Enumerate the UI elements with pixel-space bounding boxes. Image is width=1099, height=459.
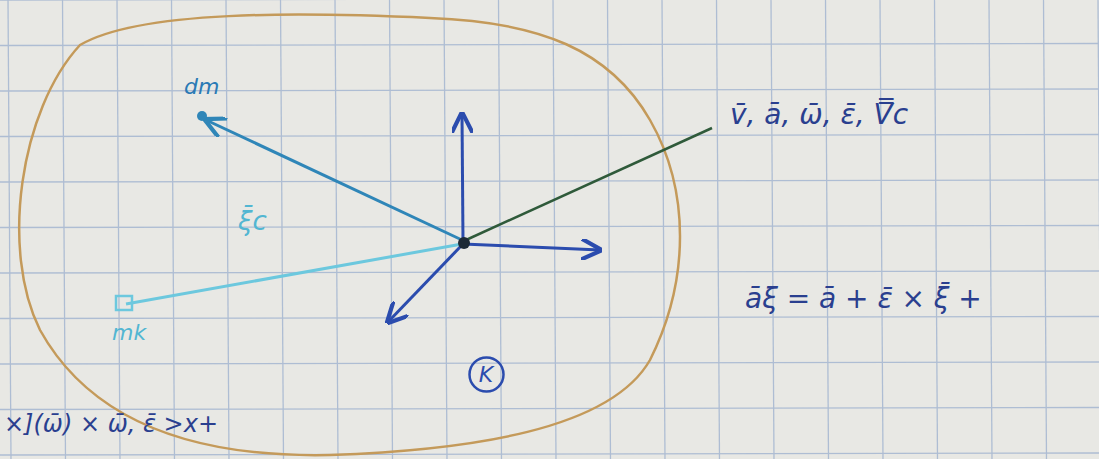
grid-line — [0, 135, 1099, 137]
mass-element — [197, 111, 207, 121]
leader-line — [466, 128, 712, 240]
body-outline — [19, 15, 680, 456]
grid-line — [1098, 0, 1099, 459]
grid-line — [0, 362, 1099, 364]
formula: ×](ω̄) × ω̄, ε̄ >x+ — [4, 410, 218, 438]
grid-line — [662, 0, 665, 459]
grid-line — [880, 0, 883, 459]
grid-line — [0, 44, 1099, 46]
label-text: ξ̄c — [238, 206, 267, 236]
axis-arrow — [462, 114, 463, 242]
node-text: K — [468, 356, 505, 387]
origin-point — [458, 237, 470, 249]
grid-line — [0, 89, 1099, 91]
label-text: dm — [184, 74, 219, 99]
grid-line — [989, 0, 992, 459]
grid-line — [390, 0, 393, 459]
grid-line — [499, 0, 502, 459]
quantity-list: v̄, ā, ω̄, ε̄, V̿c — [730, 98, 908, 131]
grid-line — [226, 0, 229, 459]
grid-line — [281, 0, 284, 459]
mass-label: dm — [184, 74, 219, 99]
grid-line — [8, 0, 11, 459]
grid-line — [0, 317, 1099, 319]
axis-arrow — [463, 244, 600, 250]
grid-line — [553, 0, 556, 459]
mass-center-vector — [126, 244, 462, 304]
position-vector — [206, 120, 462, 240]
grid-line — [117, 0, 120, 459]
axis-arrow — [388, 245, 462, 322]
grid-line — [1044, 0, 1047, 459]
grid-line — [0, 408, 1099, 410]
label-text: āξ = ā + ε̄ × ξ̄ + — [745, 282, 982, 315]
grid-line — [0, 180, 1099, 182]
grid-line — [935, 0, 938, 459]
grid-line — [717, 0, 720, 459]
grid-line — [0, 453, 1099, 455]
grid-line — [771, 0, 774, 459]
label-text: mk — [112, 320, 146, 345]
grid-line — [0, 271, 1099, 273]
grid-line — [172, 0, 175, 459]
vector-label: ξ̄c — [238, 206, 267, 236]
grid-line — [0, 226, 1099, 228]
grid-line — [444, 0, 447, 459]
grid-line — [826, 0, 829, 459]
grid-line — [335, 0, 338, 459]
label-text: v̄, ā, ω̄, ε̄, V̿c — [730, 98, 908, 131]
label-text: ×](ω̄) × ω̄, ε̄ >x+ — [4, 410, 218, 438]
mass-label: mk — [112, 320, 146, 345]
mass-point — [116, 296, 132, 310]
circled-letter: K — [468, 356, 505, 393]
formula: āξ = ā + ε̄ × ξ̄ + — [745, 282, 982, 315]
